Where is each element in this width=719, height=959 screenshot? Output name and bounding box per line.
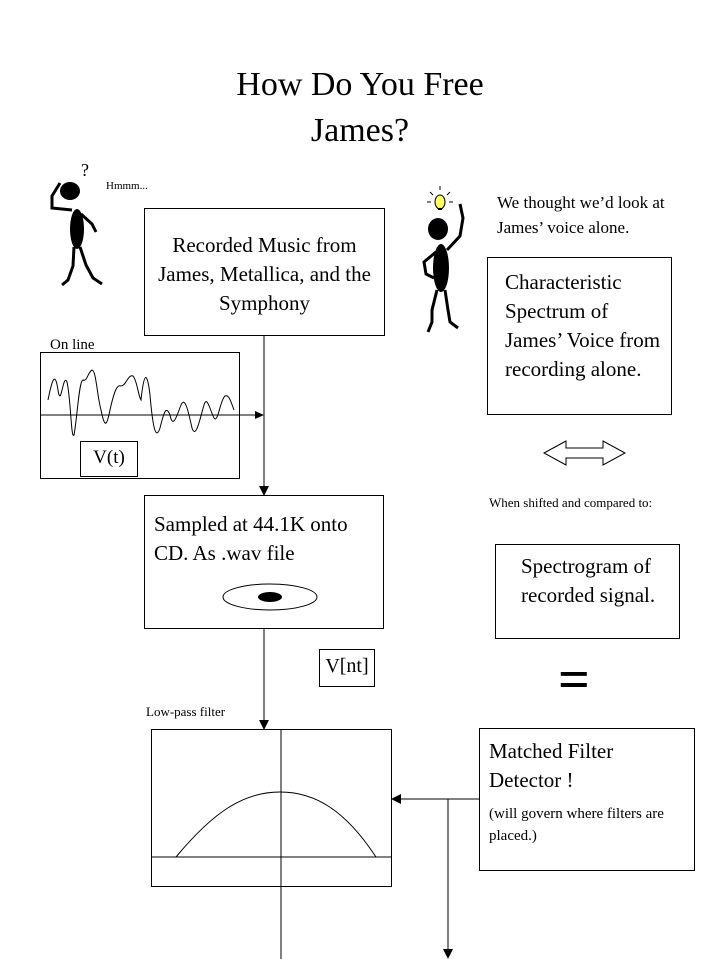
- v-t-label: V(t): [93, 447, 125, 468]
- matched-filter-note: (will govern where filters are placed.): [489, 806, 664, 844]
- arrow-down-icon: [443, 949, 453, 959]
- v-nt-label: V[nt]: [325, 655, 369, 677]
- sampled-box: Sampled at 44.1K onto CD. As .wav file: [144, 495, 384, 629]
- question-mark: ?: [81, 160, 89, 180]
- on-line-label: On line: [50, 337, 95, 353]
- matched-filter-title: Matched Filter Detector !: [489, 739, 614, 792]
- page-title: How Do You Free James?: [150, 62, 570, 154]
- v-nt-label-box: V[nt]: [319, 649, 375, 687]
- low-pass-filter-box: [151, 729, 392, 887]
- matched-filter-box: Matched Filter Detector ! (will govern w…: [479, 728, 695, 871]
- spectrogram-text: Spectrogram of recorded signal.: [521, 554, 656, 607]
- idea-caption: We thought we’d look at James’ voice alo…: [497, 193, 665, 237]
- v-t-label-box: V(t): [80, 441, 138, 477]
- characteristic-spectrum-text: Characteristic Spectrum of James’ Voice …: [505, 270, 661, 381]
- title-line-1: How Do You Free: [236, 66, 484, 103]
- time-axis-arrow-icon: [255, 411, 264, 419]
- arrow-left-icon: [391, 794, 401, 804]
- title-line-2: James?: [310, 112, 410, 149]
- characteristic-spectrum-box: Characteristic Spectrum of James’ Voice …: [487, 257, 672, 415]
- recorded-music-text: Recorded Music from James, Metallica, an…: [158, 233, 371, 315]
- hmmm-caption: Hmmm...: [106, 180, 148, 192]
- spectrogram-box: Spectrogram of recorded signal.: [495, 544, 680, 639]
- low-pass-label: Low-pass filter: [146, 704, 226, 719]
- recorded-music-box: Recorded Music from James, Metallica, an…: [144, 208, 385, 336]
- sampled-text: Sampled at 44.1K onto CD. As .wav file: [154, 512, 348, 565]
- waveform-box: [40, 352, 240, 479]
- equals-sign: =: [558, 649, 590, 711]
- shift-compare-label: When shifted and compared to:: [489, 495, 653, 510]
